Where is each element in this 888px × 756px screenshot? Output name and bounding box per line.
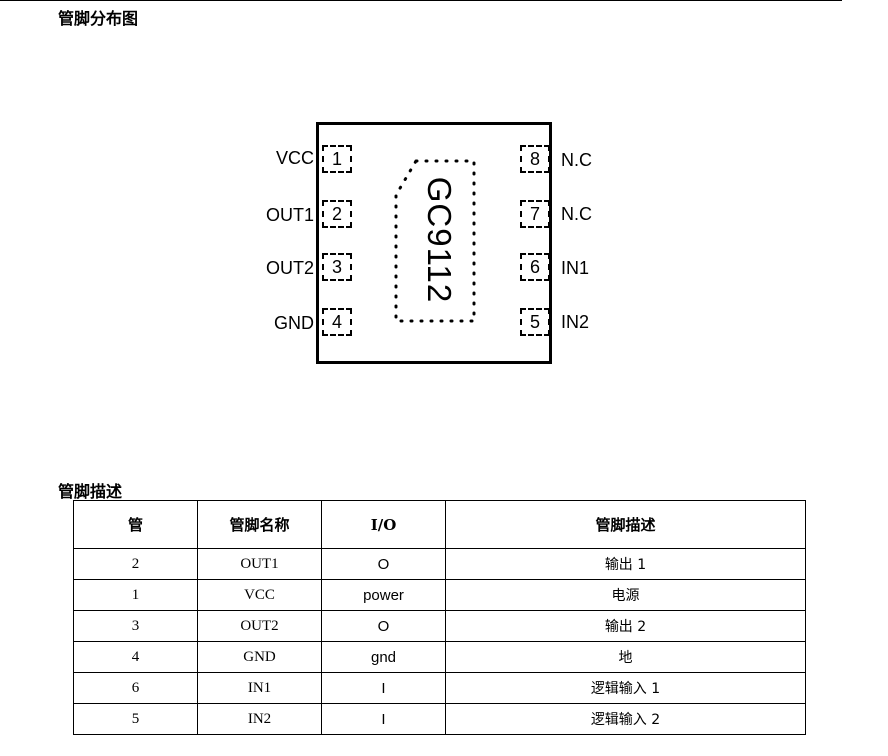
cell-pin-number: 3: [73, 610, 198, 642]
pin-description-section-title: 管脚描述: [58, 482, 123, 501]
cell-pin-name: GND: [197, 641, 322, 673]
pin-description-table: 管 管脚名称 I/O 管脚描述 2 OUT1 O 输出 1 1 VCC powe…: [73, 500, 806, 735]
header-description: 管脚描述: [445, 500, 806, 549]
pinout-section-title: 管脚分布图: [58, 9, 139, 28]
cell-pin-name: VCC: [197, 579, 322, 611]
chip-package: [316, 122, 552, 364]
table-row: 4 GND gnd 地: [73, 641, 806, 673]
cell-description: 逻辑输入 2: [445, 703, 806, 735]
pin-8-box: 8: [520, 145, 550, 173]
header-pin-name: 管脚名称: [197, 500, 322, 549]
cell-pin-name: OUT2: [197, 610, 322, 642]
pin1-marker-outline: [394, 159, 476, 323]
table-row: 6 IN1 I 逻辑输入 1: [73, 672, 806, 704]
pin-6-box: 6: [520, 253, 550, 281]
cell-pin-name: IN1: [197, 672, 322, 704]
table-row: 3 OUT2 O 输出 2: [73, 610, 806, 642]
cell-pin-number: 2: [73, 548, 198, 580]
pin-3-box: 3: [322, 253, 352, 281]
pin-3-name: OUT2: [265, 258, 314, 278]
cell-pin-number: 1: [73, 579, 198, 611]
top-rule: [0, 0, 842, 1]
cell-io: gnd: [321, 641, 446, 673]
cell-io: power: [321, 579, 446, 611]
pin-1-box: 1: [322, 145, 352, 173]
pin-7-box: 7: [520, 200, 550, 228]
cell-io: O: [321, 610, 446, 642]
cell-description: 电源: [445, 579, 806, 611]
chip-label: GC9112: [421, 176, 458, 304]
table-row: 2 OUT1 O 输出 1: [73, 548, 806, 580]
cell-pin-number: 5: [73, 703, 198, 735]
cell-pin-name: IN2: [197, 703, 322, 735]
cell-description: 输出 2: [445, 610, 806, 642]
pin-7-name: N.C: [561, 204, 592, 224]
table-row: 5 IN2 I 逻辑输入 2: [73, 703, 806, 735]
cell-description: 输出 1: [445, 548, 806, 580]
cell-description: 地: [445, 641, 806, 673]
cell-io: I: [321, 703, 446, 735]
cell-io: I: [321, 672, 446, 704]
cell-pin-number: 6: [73, 672, 198, 704]
cell-pin-number: 4: [73, 641, 198, 673]
cell-io: O: [321, 548, 446, 580]
pin-6-name: IN1: [561, 258, 590, 278]
cell-pin-name: OUT1: [197, 548, 322, 580]
pin-1-name: VCC: [275, 148, 314, 168]
header-pin-number: 管: [73, 500, 198, 549]
pin-8-name: N.C: [561, 150, 592, 170]
table-header-row: 管 管脚名称 I/O 管脚描述: [73, 500, 806, 549]
pin-4-box: 4: [322, 308, 352, 336]
table-row: 1 VCC power 电源: [73, 579, 806, 611]
pin-2-box: 2: [322, 200, 352, 228]
pin-4-name: GND: [274, 313, 314, 333]
cell-description: 逻辑输入 1: [445, 672, 806, 704]
pin-2-name: OUT1: [265, 205, 314, 225]
header-io: I/O: [321, 500, 446, 549]
pin-5-box: 5: [520, 308, 550, 336]
pin-5-name: IN2: [561, 312, 590, 332]
